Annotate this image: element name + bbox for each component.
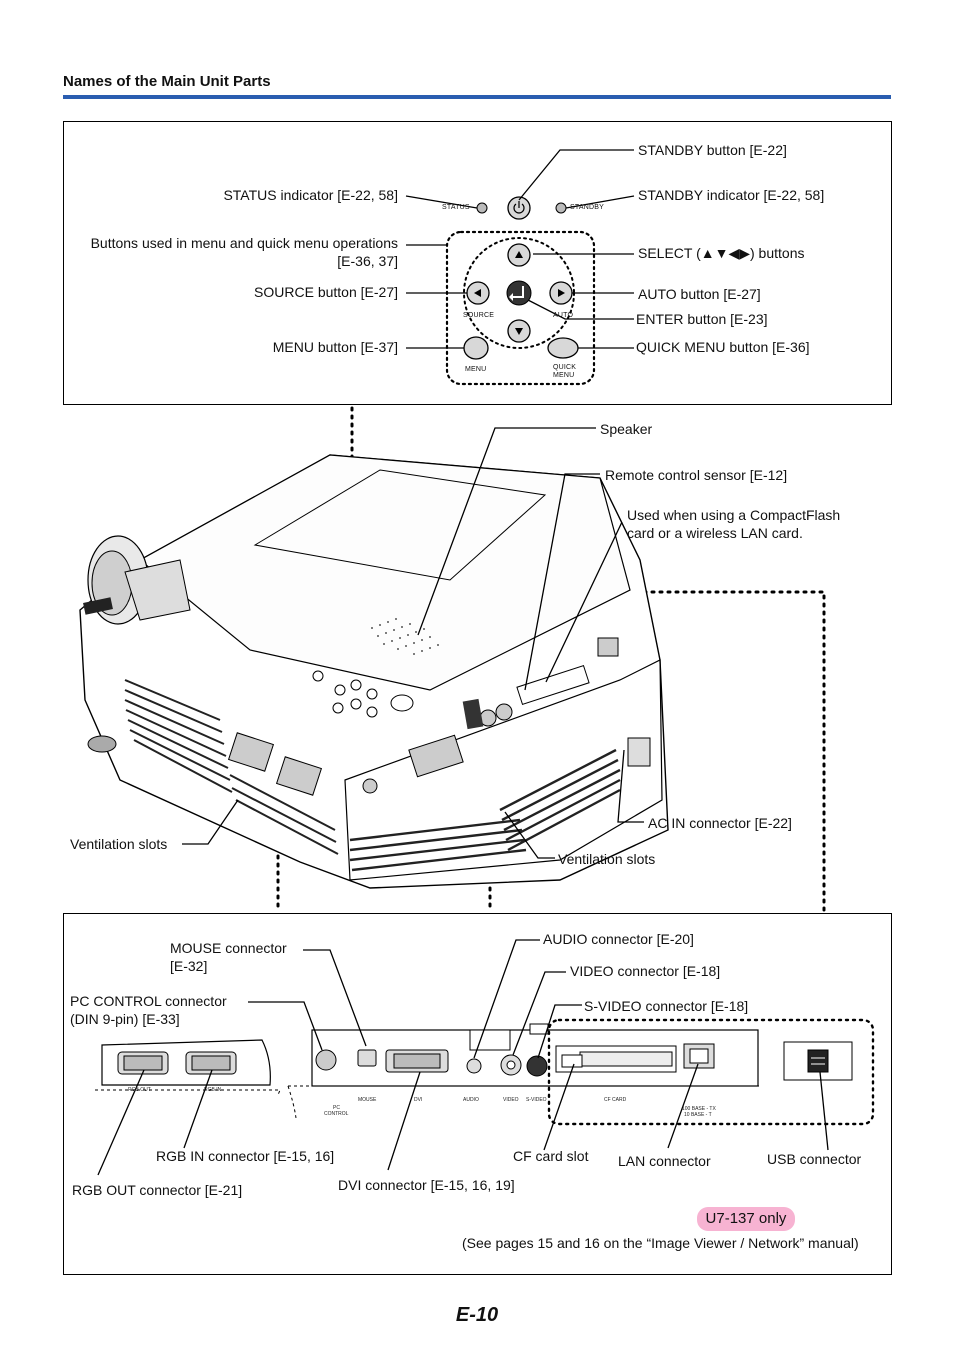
pc-control-port-icon: [315, 1049, 337, 1071]
projector-illustration: [79, 406, 826, 914]
page-number: E-10: [455, 1304, 499, 1326]
callout-source-button: SOURCE button [E-27]: [254, 284, 398, 300]
callout-rgb-in: RGB IN connector [E-15, 16]: [156, 1148, 335, 1164]
panel-label-standby: STANDBY: [570, 204, 604, 211]
section-title: Names of the Main Unit Parts: [63, 73, 271, 90]
panel-label-audio: AUDIO: [463, 1097, 479, 1103]
callout-standby-button: STANDBY button [E-22]: [638, 142, 787, 158]
panel-label-cf-card: CF CARD: [604, 1097, 627, 1103]
model-badge: U7-137 only: [697, 1207, 795, 1231]
control-panel-drawing: [405, 149, 635, 386]
callout-select-buttons: SELECT (▲▼◀▶) buttons: [638, 245, 805, 261]
panel-label-lan-2: 10 BASE - T: [684, 1112, 712, 1118]
panel-label-control: CONTROL: [324, 1111, 349, 1117]
callout-rgb-out: RGB OUT connector [E-21]: [72, 1182, 243, 1198]
callout-pc-control-2: (DIN 9-pin) [E-33]: [70, 1011, 180, 1027]
panel-label-menu: MENU: [465, 366, 487, 373]
callout-menu-button: MENU button [E-37]: [272, 339, 398, 355]
callout-enter-button: ENTER button [E-23]: [636, 311, 768, 327]
callout-svideo: S-VIDEO connector [E-18]: [584, 998, 749, 1014]
connector-panel-box: [63, 913, 892, 1275]
panel-label-video: VIDEO: [503, 1097, 519, 1103]
callout-vent-left: Ventilation slots: [70, 836, 168, 852]
callout-speaker: Speaker: [600, 421, 653, 437]
panel-label-quick: QUICK: [553, 364, 577, 371]
title-rule: [63, 95, 891, 99]
panel-label-rgb-out: RGB OUT: [128, 1087, 151, 1093]
model-note: (See pages 15 and 16 on the “Image Viewe…: [462, 1235, 859, 1251]
callout-standby-indicator: STANDBY indicator [E-22, 58]: [638, 187, 825, 203]
callout-quick-menu-button: QUICK MENU button [E-36]: [636, 339, 810, 355]
callout-remote-sensor: Remote control sensor [E-12]: [605, 467, 788, 483]
callout-usb: USB connector: [767, 1151, 862, 1167]
mouse-port-icon: [357, 1049, 377, 1067]
callout-ac-in: AC IN connector [E-22]: [648, 815, 792, 831]
callout-mouse: MOUSE connector: [170, 940, 287, 956]
callout-lan: LAN connector: [618, 1153, 711, 1169]
panel-label-rgb-in: RGB IN: [204, 1087, 222, 1093]
svideo-port-icon: [526, 1055, 548, 1077]
callout-auto-button: AUTO button [E-27]: [638, 286, 761, 302]
panel-label-dvi: DVI: [414, 1097, 423, 1103]
callout-menu-buttons: Buttons used in menu and quick menu oper…: [90, 235, 398, 251]
panel-label-svideo: S-VIDEO: [526, 1097, 547, 1103]
panel-label-lan-1: 100 BASE - TX: [682, 1106, 716, 1112]
audio-port-icon: [466, 1058, 482, 1074]
panel-label-mouse: MOUSE: [358, 1097, 377, 1103]
panel-label-quick-menu: MENU: [553, 372, 575, 379]
callout-cf-note-2: card or a wireless LAN card.: [627, 525, 803, 541]
callout-menu-buttons-pages: [E-36, 37]: [337, 253, 398, 269]
callout-dvi: DVI connector [E-15, 16, 19]: [338, 1177, 515, 1193]
panel-label-source: SOURCE: [463, 312, 495, 319]
callout-pc-control: PC CONTROL connector: [70, 993, 227, 1009]
control-panel-box: [63, 121, 892, 405]
callout-audio: AUDIO connector [E-20]: [543, 931, 694, 947]
connector-panel-drawing: [95, 939, 875, 1176]
callout-vent-right: Ventilation slots: [558, 851, 656, 867]
usb-port-icon: [807, 1049, 829, 1073]
panel-label-status: STATUS: [442, 204, 470, 211]
callout-cf-slot: CF card slot: [513, 1148, 589, 1164]
callout-cf-note: Used when using a CompactFlash: [627, 507, 841, 523]
callout-status-indicator: STATUS indicator [E-22, 58]: [223, 187, 398, 203]
callout-mouse-page: [E-32]: [170, 958, 208, 974]
panel-label-auto: AUTO: [553, 312, 574, 319]
panel-label-pc: PC: [333, 1105, 340, 1111]
callout-video: VIDEO connector [E-18]: [570, 963, 721, 979]
